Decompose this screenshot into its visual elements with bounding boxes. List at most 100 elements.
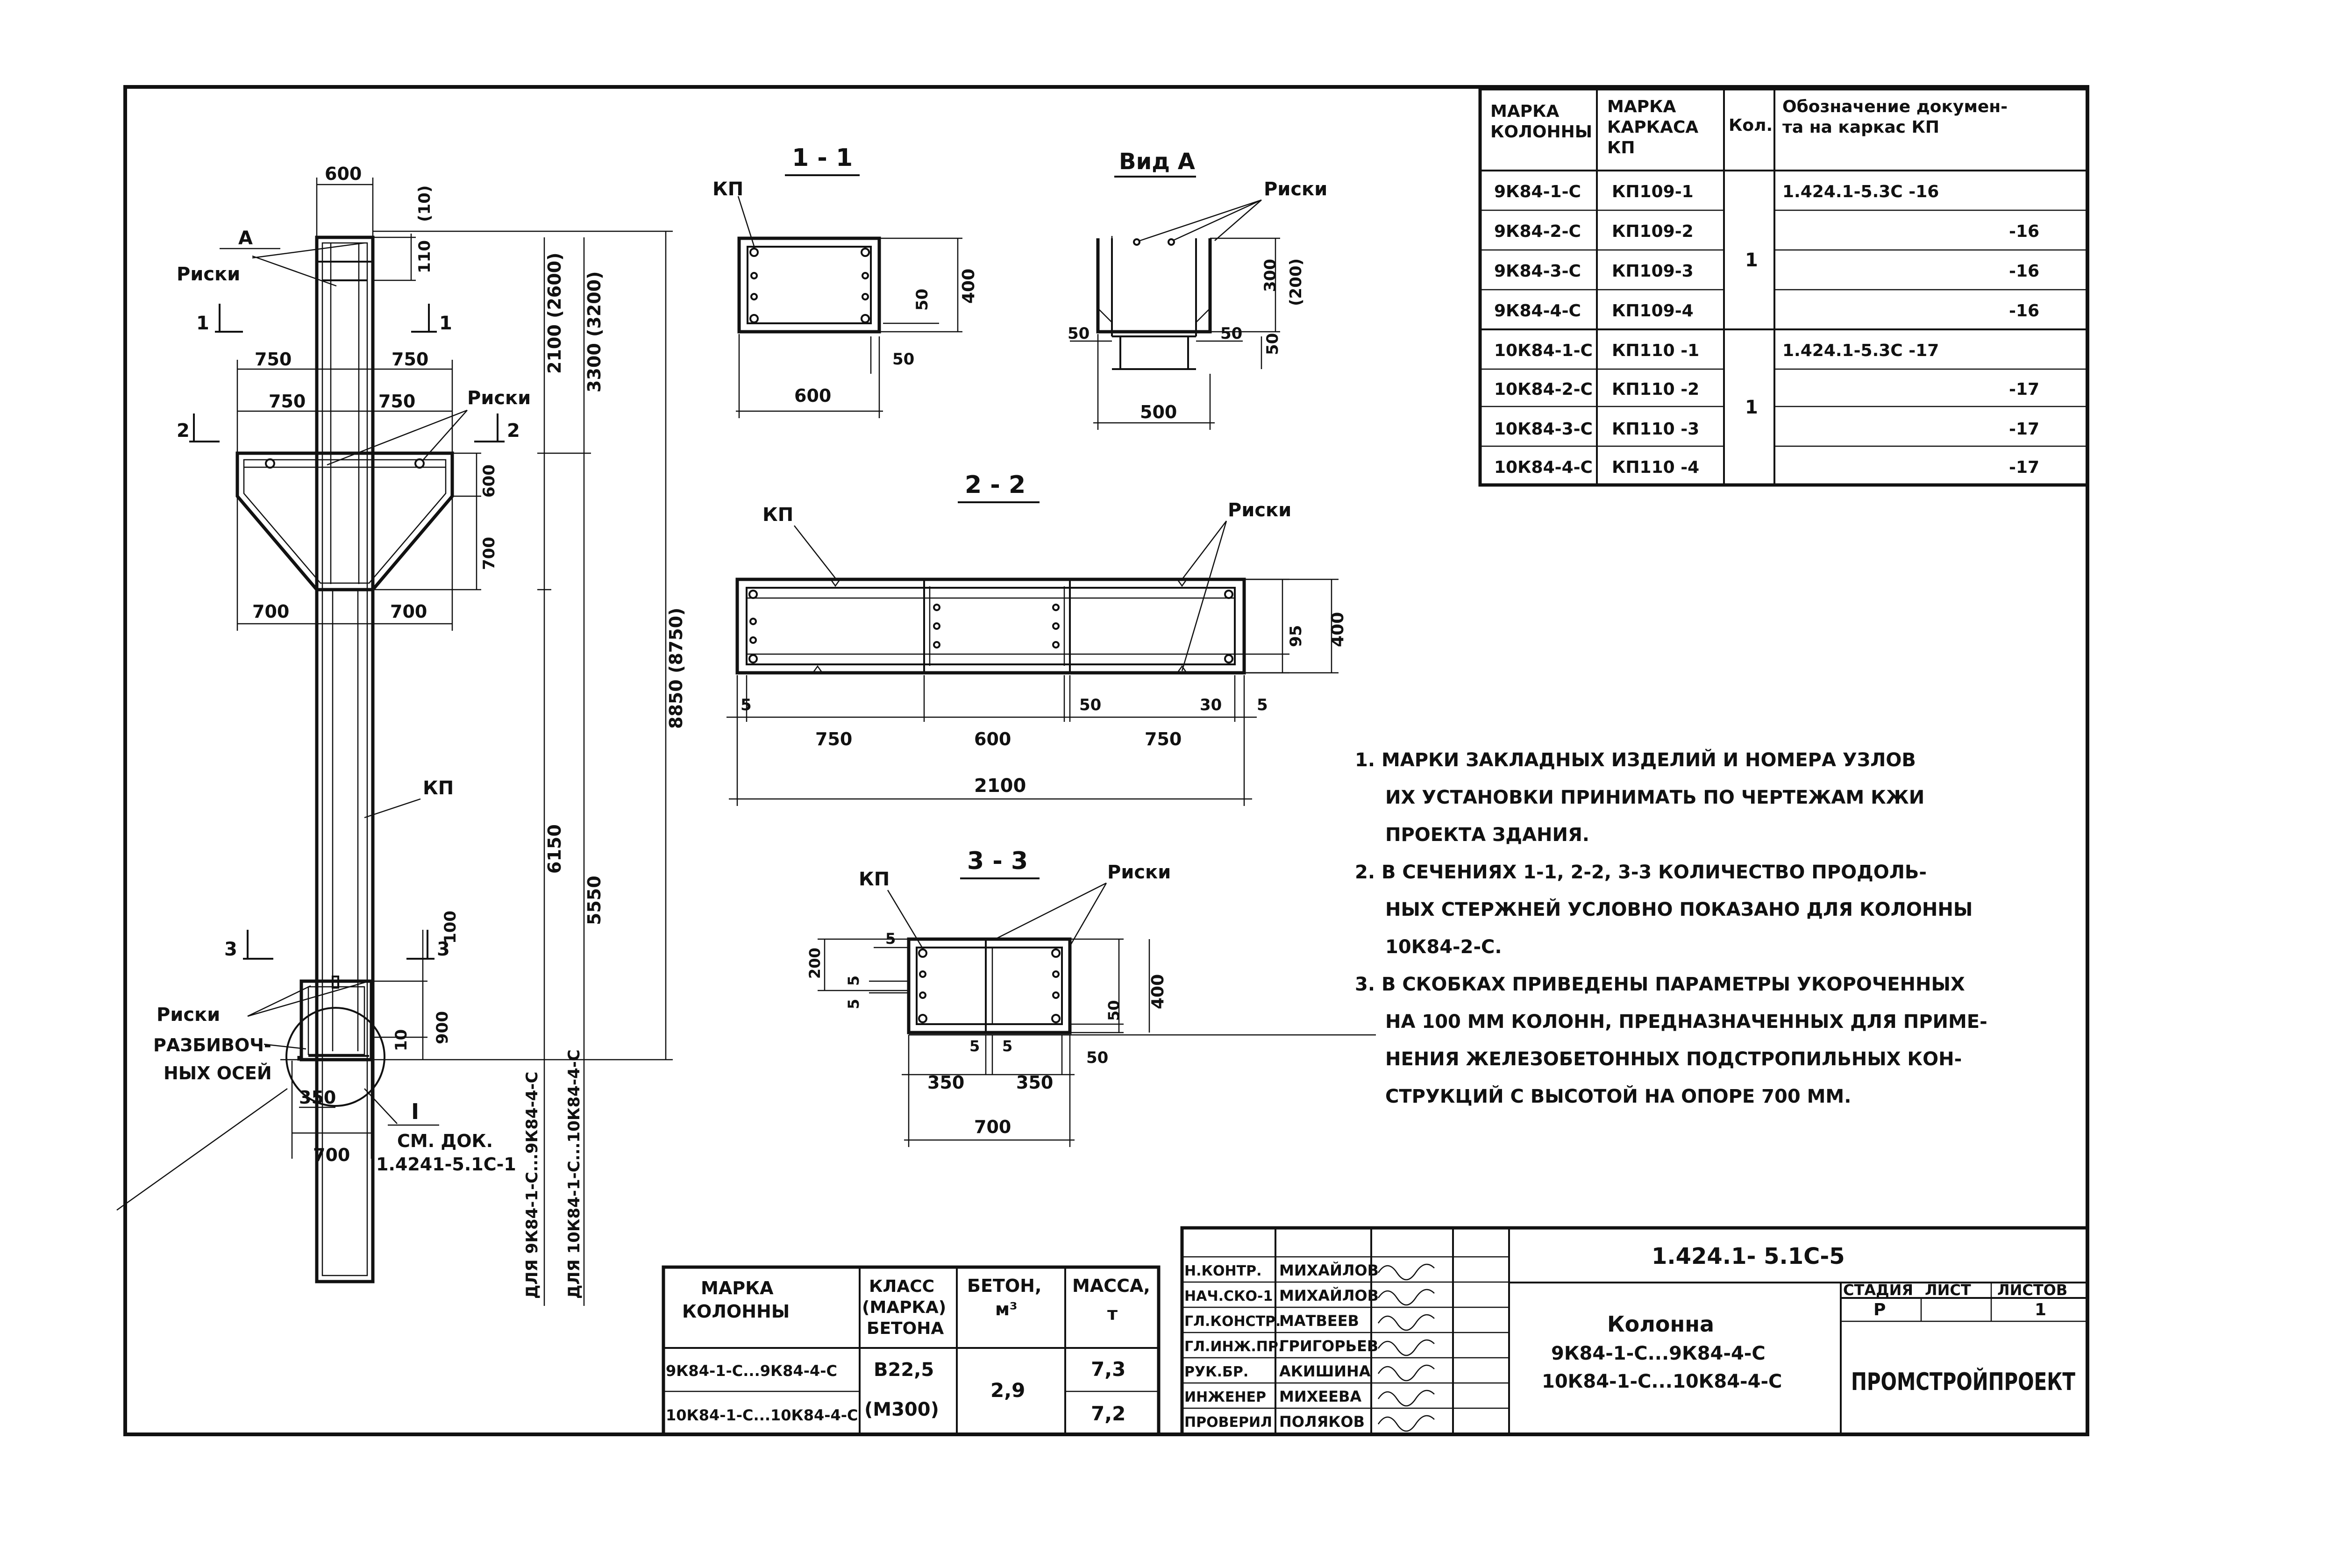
view-a-riski: Риски xyxy=(1264,178,1327,200)
ct-volume: 2,9 xyxy=(990,1379,1025,1402)
cage-cell-5-3: -17 xyxy=(2009,380,2039,399)
cage-header-3-1: та на каркас КП xyxy=(1782,118,1939,137)
dim-h2100: 2100 (2600) xyxy=(544,253,565,374)
cage-cell-2-1: КП109-3 xyxy=(1612,262,1694,281)
section-3-3-title: 3 - 3 xyxy=(967,847,1028,875)
cage-cell-1-1: КП109-2 xyxy=(1612,222,1694,241)
ct-class: В22,5 xyxy=(874,1359,934,1381)
section-3-3-riski: Риски xyxy=(1107,862,1171,883)
tb-person-0: МИХАЙЛОВ xyxy=(1279,1262,1379,1279)
sec-2-left: 2 xyxy=(177,420,190,442)
dim-900: 900 xyxy=(433,1011,452,1044)
section-2-2-d95: 95 xyxy=(1287,625,1305,647)
signature-4 xyxy=(1377,1364,1435,1382)
sec-1-right: 1 xyxy=(439,313,452,334)
signature-1 xyxy=(1377,1289,1435,1306)
cage-cell-7-1: КП110 -4 xyxy=(1612,458,1699,477)
dim-600-top: 600 xyxy=(325,164,362,184)
dim-750-c: 750 xyxy=(269,391,306,412)
tb-role-1: НАЧ.СКО-1 xyxy=(1184,1288,1273,1304)
cage-cell-7-3: -17 xyxy=(2009,458,2039,477)
note-2-line-2: НЕНИЯ ЖЕЛЕЗОБЕТОННЫХ ПОДСТРОПИЛЬНЫХ КОН- xyxy=(1385,1048,1962,1070)
note-0-line-1: ИХ УСТАНОВКИ ПРИНИМАТЬ ПО ЧЕРТЕЖАМ КЖИ xyxy=(1385,787,1924,808)
ct-h3-b: м³ xyxy=(995,1299,1018,1319)
tb-stage-label: СТАДИЯ xyxy=(1843,1281,1913,1299)
section-1-1-d600: 600 xyxy=(794,385,831,406)
dim-700-bottom: 700 xyxy=(313,1145,350,1165)
dim-700-corbel: 700 xyxy=(480,537,499,570)
tb-role-6: ПРОВЕРИЛ xyxy=(1184,1414,1272,1431)
tb-name-2: 9К84-1-С...9К84-4-С xyxy=(1551,1343,1766,1364)
sec-1-left: 1 xyxy=(196,313,209,334)
dim-10b: 10 xyxy=(392,1029,411,1051)
signature-3 xyxy=(1377,1339,1435,1356)
dim-750-b: 750 xyxy=(392,349,428,370)
sec-3-left: 3 xyxy=(224,939,237,960)
section-3-3-d700: 700 xyxy=(974,1117,1011,1137)
section-1-1-d400: 400 xyxy=(959,269,978,304)
tb-stage: Р xyxy=(1873,1300,1886,1319)
cage-header-3-0: Обозначение докумен- xyxy=(1782,97,2008,116)
cage-cell-3-0: 9К84-4-С xyxy=(1494,301,1581,321)
section-2-2-d2100: 2100 xyxy=(974,775,1026,797)
section-1-1-d50b: 50 xyxy=(892,350,914,369)
label-for-10k84: ДЛЯ 10К84-1-С...10К84-4-С xyxy=(565,1049,584,1299)
cage-header-1-1: КАРКАСА xyxy=(1607,118,1698,137)
cage-cell-6-0: 10К84-3-С xyxy=(1494,420,1593,439)
column-elevation: А Риски 1 1 2 2 3 3 Риски КП Риски xyxy=(116,164,686,1306)
section-2-2: 2 - 2 КП Риски 95 400 xyxy=(726,471,1347,806)
cage-cell-2-3: -16 xyxy=(2009,262,2039,281)
label-razbivochnyh-2: НЫХ ОСЕЙ xyxy=(164,1063,272,1083)
tb-person-3: ГРИГОРЬЕВ xyxy=(1279,1337,1378,1355)
label-riski-top: Риски xyxy=(177,264,240,285)
section-3-3-d5a: 5 xyxy=(885,930,896,948)
view-a-d200: (200) xyxy=(1287,258,1305,306)
ct-h1-b: КОЛОННЫ xyxy=(682,1301,790,1322)
view-a-d500: 500 xyxy=(1140,402,1177,422)
section-3-3: 3 - 3 КП Риски 200 5 5 5 50 400 5 xyxy=(806,847,1376,1147)
tb-person-2: МАТВЕЕВ xyxy=(1279,1312,1359,1330)
tb-sheet-label: ЛИСТ xyxy=(1925,1281,1971,1299)
note-0-line-0: 1. МАРКИ ЗАКЛАДНЫХ ИЗДЕЛИЙ И НОМЕРА УЗЛО… xyxy=(1355,748,1916,771)
ct-mark: (М300) xyxy=(864,1399,939,1420)
section-1-1-d50a: 50 xyxy=(913,289,932,311)
section-2-2-d50: 50 xyxy=(1079,696,1101,714)
cage-cell-4-1: КП110 -1 xyxy=(1612,341,1699,360)
cage-cell-0-1: КП109-1 xyxy=(1612,182,1694,201)
tb-person-4: АКИШИНА xyxy=(1279,1362,1371,1380)
cage-cell-5-1: КП110 -2 xyxy=(1612,380,1699,399)
section-3-3-d350b: 350 xyxy=(1016,1072,1053,1093)
ct-h2-a: КЛАСС xyxy=(869,1277,934,1296)
section-2-2-kp: КП xyxy=(762,504,793,526)
cage-cell-3-3: -16 xyxy=(2009,301,2039,321)
label-a: А xyxy=(238,228,253,249)
sec-3-right: 3 xyxy=(437,939,450,960)
dim-10: (10) xyxy=(415,185,434,222)
tb-role-4: РУК.БР. xyxy=(1184,1364,1248,1380)
tb-role-3: ГЛ.ИНЖ.ПР. xyxy=(1184,1339,1283,1355)
note-2-line-0: 3. В СКОБКАХ ПРИВЕДЕНЫ ПАРАМЕТРЫ УКОРОЧЕ… xyxy=(1355,974,1965,995)
signature-0 xyxy=(1377,1263,1435,1281)
tb-company: ПРОМСТРОЙПРОЕКТ xyxy=(1851,1368,2075,1396)
view-a-d50b: 50 xyxy=(1220,324,1242,343)
cage-cell-0-0: 9К84-1-С xyxy=(1494,182,1581,201)
label-see-doc-1: СМ. ДОК. xyxy=(397,1131,493,1151)
ct-mass1: 7,3 xyxy=(1091,1358,1125,1381)
signature-2 xyxy=(1377,1314,1435,1331)
dim-600-corbel: 600 xyxy=(480,464,499,498)
tb-role-0: Н.КОНТР. xyxy=(1184,1263,1261,1279)
dim-h8850: 8850 (8750) xyxy=(666,608,686,729)
cage-cell-6-3: -17 xyxy=(2009,420,2039,439)
section-3-3-d400: 400 xyxy=(1148,974,1168,1009)
ct-r2c1: 10К84-1-С...10К84-4-С xyxy=(666,1406,858,1424)
ct-h1-a: МАРКА xyxy=(701,1278,774,1298)
tb-doc-code: 1.424.1- 5.1С-5 xyxy=(1652,1243,1845,1269)
section-3-3-d5b: 5 xyxy=(845,976,862,986)
signature-5 xyxy=(1377,1390,1435,1407)
view-a-title: Вид А xyxy=(1119,149,1195,175)
cage-qty-2: 1 xyxy=(1745,397,1758,418)
view-a-d50c: 50 xyxy=(1263,333,1282,355)
concrete-table: МАРКА КОЛОННЫ КЛАСС (МАРКА) БЕТОНА БЕТОН… xyxy=(662,1265,1161,1436)
